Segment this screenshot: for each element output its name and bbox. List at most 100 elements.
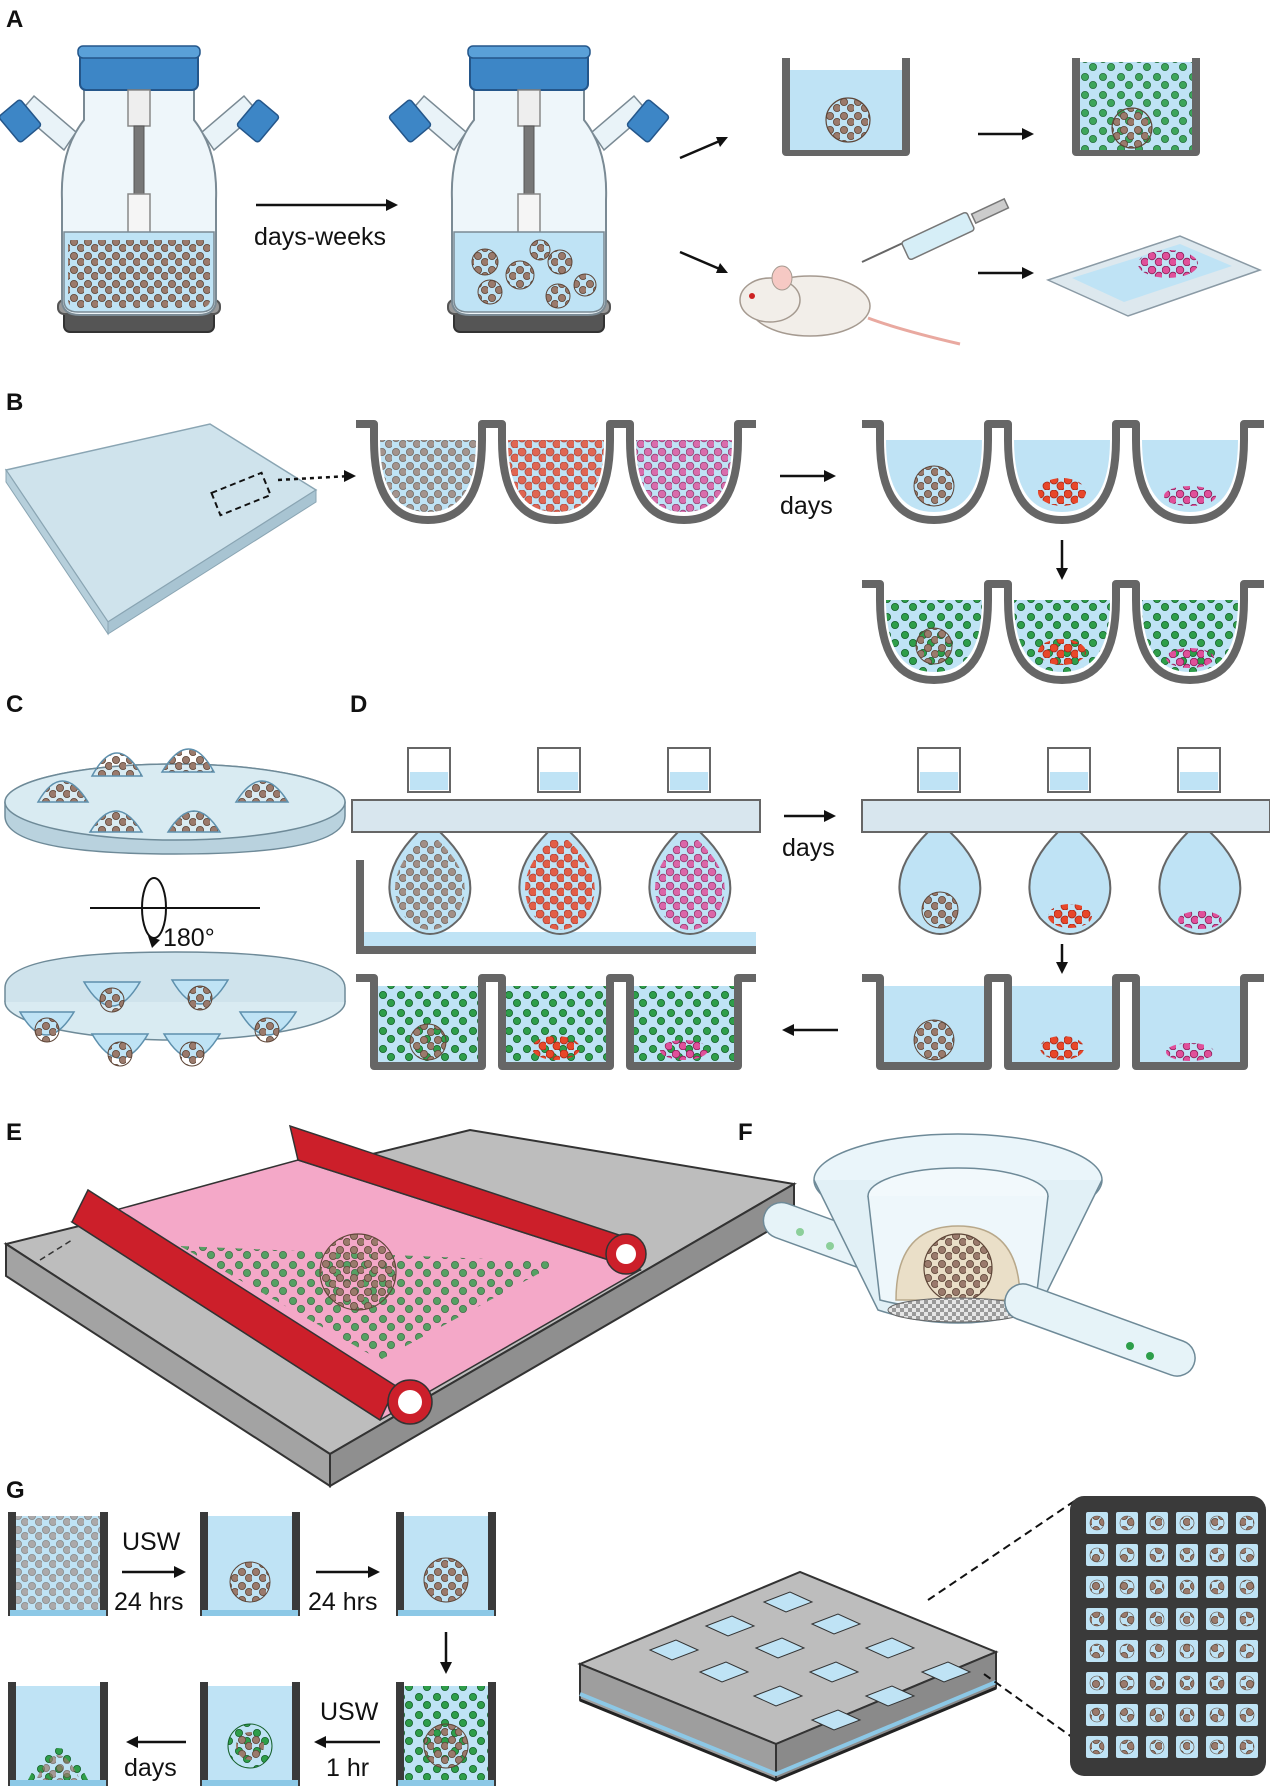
caption-b-days: days [780, 492, 833, 520]
microwell-spheroid [1179, 1515, 1195, 1531]
panel-label-g: G [6, 1477, 25, 1504]
panel-e [3, 1124, 797, 1488]
microwell-spheroid [1209, 1515, 1225, 1531]
transfer-wells-spheroids [862, 974, 1264, 1070]
panel-label-e: E [6, 1119, 22, 1146]
panel-b: days [4, 420, 1264, 684]
usw-well-3 [396, 1512, 496, 1616]
ula-wells-coculture [862, 580, 1264, 684]
microwell-spheroid [1089, 1547, 1105, 1563]
microwell-array-zoom [1070, 1496, 1266, 1776]
well-a-top-2 [1072, 58, 1200, 156]
caption-g-step2: 24 hrs [308, 1588, 377, 1616]
outlet-tube [1004, 1283, 1196, 1377]
usw-well-5 [200, 1682, 300, 1786]
hanging-lid-down [4, 951, 346, 1067]
mouse-icon [739, 265, 961, 346]
microwell-spheroid [1209, 1739, 1225, 1755]
microwell-spheroid [1209, 1611, 1225, 1627]
panel-label-f: F [738, 1119, 753, 1146]
caption-d-days: days [782, 834, 835, 862]
panel-c: 180° [4, 748, 346, 1067]
microwell-spheroid [1209, 1675, 1225, 1691]
syringe-icon [861, 197, 1010, 263]
microwell-spheroid [1119, 1675, 1135, 1691]
microwell-spheroid [1179, 1547, 1195, 1563]
microwell-spheroid [1149, 1547, 1165, 1563]
microwell-spheroid [1119, 1547, 1135, 1563]
usw-well-2 [200, 1512, 300, 1616]
microwell-spheroid [1179, 1739, 1195, 1755]
ula-wells-spheroids [862, 420, 1264, 524]
hanging-lid-up [4, 748, 346, 855]
well-a-top-1 [782, 58, 910, 156]
microwell-spheroid [1149, 1675, 1165, 1691]
caption-g-step1-bottom: 24 hrs [114, 1588, 183, 1616]
microwell-spheroid [1119, 1707, 1135, 1723]
panel-label-b: B [6, 389, 23, 416]
microwell-spheroid [1089, 1643, 1105, 1659]
caption-g-step4: days [124, 1754, 177, 1782]
microwell-spheroid [1119, 1579, 1135, 1595]
caption-g-step3-top: USW [320, 1698, 379, 1726]
panel-label-a: A [6, 6, 23, 33]
microwell-spheroid [1089, 1675, 1105, 1691]
microwell-spheroid [1239, 1611, 1255, 1627]
microwell-spheroid [1089, 1707, 1105, 1723]
caption-g-step1-top: USW [122, 1528, 181, 1556]
caption-c-rotation: 180° [163, 924, 215, 952]
panel-label-c: C [6, 691, 23, 718]
ula-wells-initial [356, 420, 756, 524]
microwell-spheroid [1149, 1515, 1165, 1531]
microwell-spheroid [1239, 1739, 1255, 1755]
usw-well-4 [396, 1682, 496, 1786]
tissue-slide [1045, 235, 1263, 317]
microwell-spheroid [1149, 1611, 1165, 1627]
microwell-spheroid [1239, 1675, 1255, 1691]
microwell-spheroid [1089, 1739, 1105, 1755]
microwell-spheroid [1209, 1547, 1225, 1563]
caption-g-step3-bottom: 1 hr [326, 1754, 369, 1782]
microwell-spheroid [1119, 1739, 1135, 1755]
microwell-spheroid [1089, 1515, 1105, 1531]
microwell-spheroid [1239, 1579, 1255, 1595]
tumor-spheroid [319, 1233, 397, 1311]
microwell-spheroid [1209, 1707, 1225, 1723]
microwell-spheroid [1119, 1611, 1135, 1627]
microwell-spheroid [1149, 1579, 1165, 1595]
microwell-spheroid [1239, 1547, 1255, 1563]
microwell-spheroid [1119, 1515, 1135, 1531]
spinner-flask-1 [0, 45, 280, 333]
transfer-wells-coculture [356, 974, 756, 1070]
microwell-spheroid [1239, 1515, 1255, 1531]
panel-label-d: D [350, 691, 367, 718]
panel-f [762, 1133, 1196, 1377]
hanging-drop-plate-spheroids [861, 747, 1270, 935]
microwell-spheroid [1089, 1611, 1105, 1627]
microwell-spheroid [1209, 1579, 1225, 1595]
acoustic-microwell-chip [577, 1570, 999, 1782]
panel-g: USW 24 hrs 24 hrs USW 1 hr [8, 1496, 1266, 1786]
microwell-spheroid [1179, 1611, 1195, 1627]
microwell-spheroid [1179, 1707, 1195, 1723]
microwell-spheroid [1089, 1579, 1105, 1595]
panel-d: days [351, 747, 1270, 1070]
caption-a-days-weeks: days-weeks [254, 223, 386, 251]
microwell-spheroid [1149, 1739, 1165, 1755]
microwell-spheroid [1119, 1643, 1135, 1659]
spinner-flask-2 [388, 45, 670, 333]
microwell-spheroid [1179, 1579, 1195, 1595]
well-plate-96 [4, 423, 318, 636]
microwell-spheroid [1239, 1707, 1255, 1723]
microwell-spheroid [1179, 1675, 1195, 1691]
usw-well-6 [8, 1682, 108, 1786]
microwell-spheroid [1239, 1643, 1255, 1659]
microwell-spheroid [1179, 1643, 1195, 1659]
usw-well-1 [8, 1512, 108, 1616]
panel-a: days-weeks [0, 45, 1263, 346]
microwell-spheroid [1149, 1643, 1165, 1659]
hanging-drop-plate-initial [351, 747, 761, 954]
microwell-spheroid [1149, 1707, 1165, 1723]
microwell-spheroid [1209, 1643, 1225, 1659]
